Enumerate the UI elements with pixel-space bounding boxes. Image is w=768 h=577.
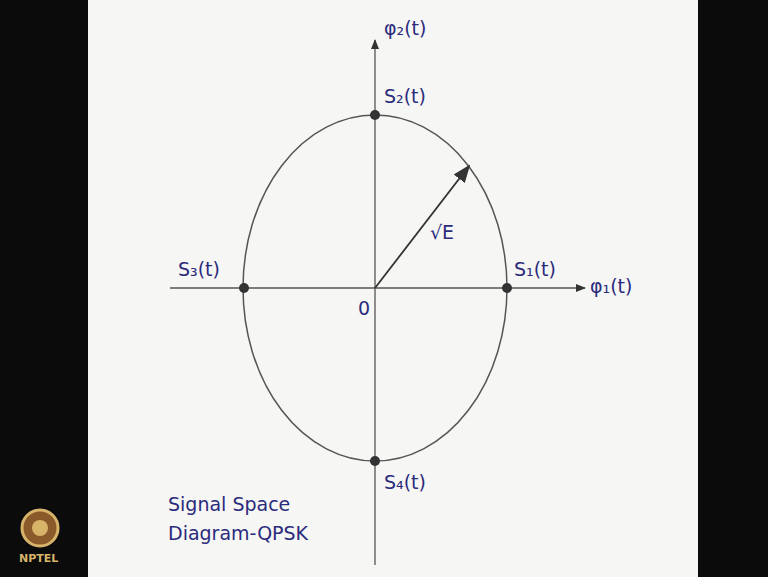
signal-point	[370, 110, 380, 120]
origin-label: 0	[358, 298, 370, 320]
point-label: S₁(t)	[514, 259, 556, 281]
point-label: S₃(t)	[178, 259, 220, 281]
point-label: S₄(t)	[384, 472, 426, 494]
signal-point	[239, 283, 249, 293]
signal-point	[370, 456, 380, 466]
phi1-axis	[170, 287, 585, 288]
nptel-logo	[22, 510, 58, 546]
point-label: S₂(t)	[382, 86, 428, 108]
radius-label: √E	[430, 222, 454, 244]
axis-label: φ₁(t)	[590, 276, 632, 298]
diagram-caption: Signal Space Diagram-QPSK	[168, 490, 318, 547]
signal-point	[502, 283, 512, 293]
logo-text: NPTEL	[19, 553, 58, 566]
radius-vector	[375, 166, 469, 288]
axis-label: φ₂(t)	[384, 18, 426, 40]
